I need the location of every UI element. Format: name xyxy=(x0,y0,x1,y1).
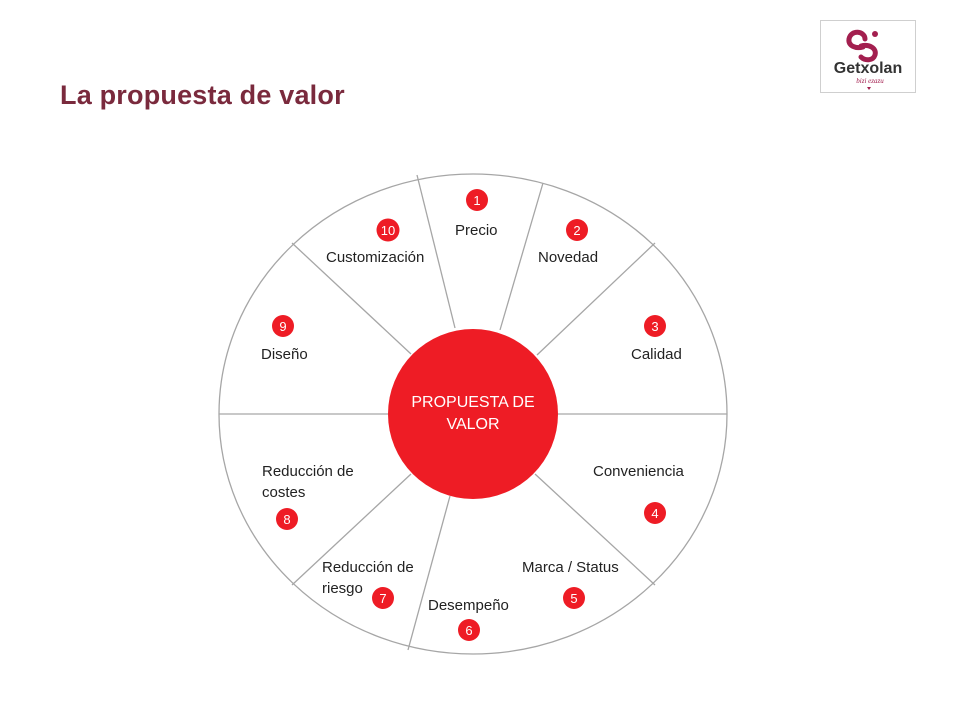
number-badge-text: 2 xyxy=(573,223,580,238)
segment-label: Desempeño xyxy=(428,597,509,614)
number-badge xyxy=(644,502,666,524)
divider-line xyxy=(291,473,412,586)
number-badge xyxy=(372,587,394,609)
logo-tagline-text: bizi ezazu xyxy=(856,77,884,85)
segment-3: 3 Calidad xyxy=(631,315,682,363)
number-badge-text: 6 xyxy=(465,623,472,638)
number-badge xyxy=(563,587,585,609)
segment-label: Marca / Status xyxy=(522,559,619,576)
number-badge-text: 9 xyxy=(279,319,286,334)
divider-line xyxy=(499,182,544,331)
number-badge xyxy=(466,189,488,211)
divider-line xyxy=(536,242,656,356)
number-badge xyxy=(458,619,480,641)
segment-label: Reducción de xyxy=(262,463,354,480)
divider-line xyxy=(534,473,656,586)
number-badge-text: 8 xyxy=(283,512,290,527)
number-badge xyxy=(644,315,666,337)
number-badge xyxy=(376,218,400,242)
logo-arrow-icon xyxy=(867,87,871,90)
segment-1: 1 Precio xyxy=(455,189,498,239)
segment-9: 9 Diseño xyxy=(261,315,308,363)
segment-label: Precio xyxy=(455,222,498,239)
page-title: La propuesta de valor xyxy=(60,80,345,110)
divider-line xyxy=(291,242,412,355)
number-badge-text: 1 xyxy=(473,193,480,208)
segment-label: Calidad xyxy=(631,346,682,363)
segment-5: Marca / Status 5 xyxy=(522,559,619,609)
number-badge-text: 7 xyxy=(379,591,386,606)
logo-mark-icon xyxy=(846,29,878,63)
segment-10: 10 Customización xyxy=(326,218,424,266)
number-badge-text: 5 xyxy=(570,591,577,606)
center-label-line1: PROPUESTA DE xyxy=(411,394,534,411)
logo: Getxolan bizi ezazu xyxy=(820,20,916,93)
segment-dividers xyxy=(219,174,727,651)
segment-2: 2 Novedad xyxy=(538,219,598,266)
segment-label-line2: costes xyxy=(262,484,305,501)
number-badge-text: 3 xyxy=(651,319,658,334)
segment-label: Reducción de xyxy=(322,559,414,576)
logo-graphic: Getxolan bizi ezazu xyxy=(834,29,902,90)
number-badge-text: 4 xyxy=(651,506,658,521)
segment-label: Conveniencia xyxy=(593,463,685,480)
center-label-line2: VALOR xyxy=(446,416,499,433)
center-circle xyxy=(388,329,558,499)
logo-brand-text: Getxolan xyxy=(834,60,902,77)
number-badge xyxy=(566,219,588,241)
segment-8: Reducción de costes 8 xyxy=(262,463,354,530)
segment-label: Customización xyxy=(326,249,424,266)
segment-6: Desempeño 6 xyxy=(428,597,509,641)
number-badge xyxy=(276,508,298,530)
number-badge xyxy=(272,315,294,337)
segment-4: Conveniencia 4 xyxy=(593,463,685,524)
segment-label: Diseño xyxy=(261,346,308,363)
divider-line xyxy=(407,495,451,651)
segment-label-line2: riesgo xyxy=(322,580,363,597)
segment-7: Reducción de riesgo 7 xyxy=(322,559,414,609)
divider-line xyxy=(416,174,456,329)
number-badge-text: 10 xyxy=(381,223,395,238)
segment-label: Novedad xyxy=(538,249,598,266)
